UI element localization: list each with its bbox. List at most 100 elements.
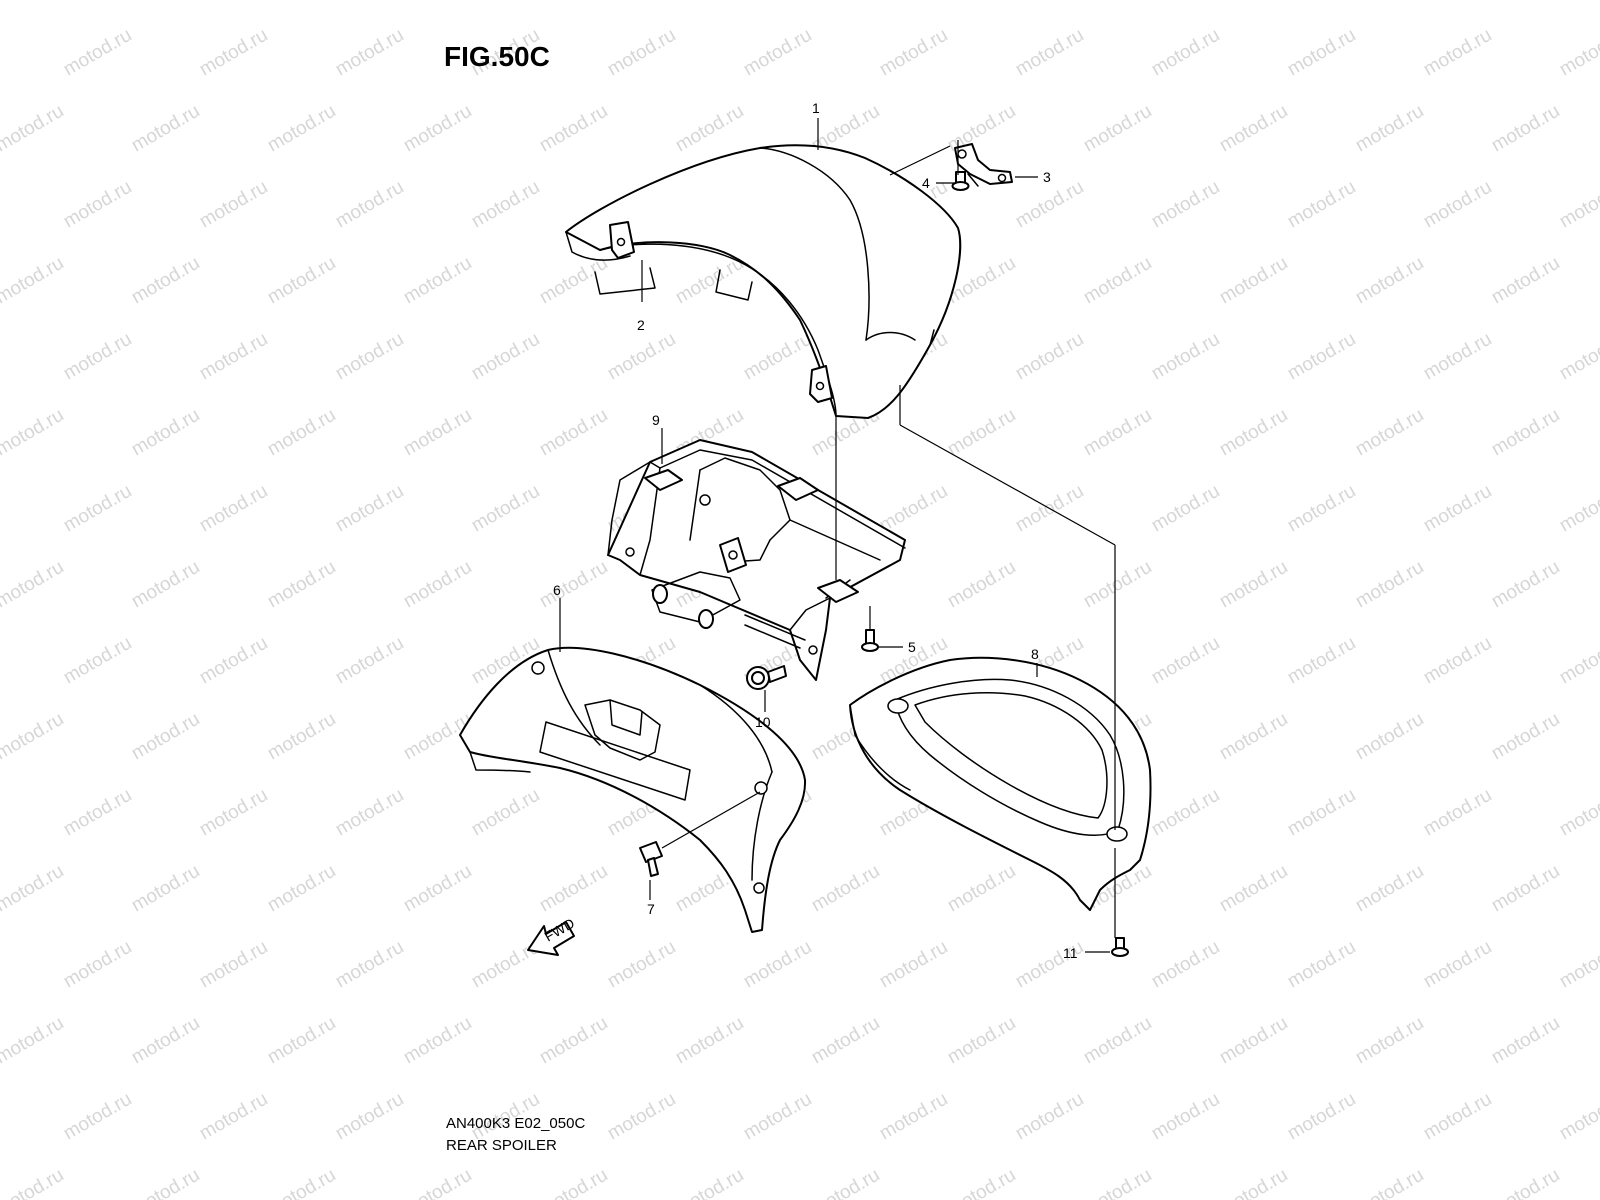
- watermark-text: motod.ru: [1488, 0, 1563, 4]
- watermark-text: motod.ru: [876, 25, 951, 81]
- part-5-bolt: [861, 629, 879, 652]
- watermark-text: motod.ru: [1488, 101, 1563, 157]
- watermark-text: motod.ru: [1080, 253, 1155, 309]
- watermark-text: motod.ru: [264, 1013, 339, 1069]
- watermark-text: motod.ru: [196, 25, 271, 81]
- part-1-spoiler: [565, 144, 962, 419]
- watermark-text: motod.ru: [1216, 1013, 1291, 1069]
- watermark-text: motod.ru: [1556, 329, 1600, 385]
- watermark-text: motod.ru: [400, 0, 475, 4]
- watermark-text: motod.ru: [1556, 1089, 1600, 1145]
- watermark-text: motod.ru: [672, 101, 747, 157]
- watermark-text: motod.ru: [1284, 1089, 1359, 1145]
- watermark-text: motod.ru: [60, 937, 135, 993]
- watermark-text: motod.ru: [196, 785, 271, 841]
- part-9-frame: [607, 439, 906, 681]
- watermark-text: motod.ru: [672, 1165, 747, 1200]
- watermark-text: motod.ru: [1556, 25, 1600, 81]
- watermark-text: motod.ru: [1284, 177, 1359, 233]
- watermark-text: motod.ru: [1012, 25, 1087, 81]
- watermark-text: motod.ru: [536, 0, 611, 4]
- watermark-text: motod.ru: [60, 785, 135, 841]
- watermark-text: motod.ru: [1080, 405, 1155, 461]
- watermark-text: motod.ru: [1080, 1165, 1155, 1200]
- watermark-text: motod.ru: [60, 329, 135, 385]
- watermark-text: motod.ru: [60, 481, 135, 537]
- watermark-text: motod.ru: [264, 861, 339, 917]
- callout-4: 4: [922, 175, 930, 191]
- watermark-text: motod.ru: [128, 253, 203, 309]
- watermark-text: motod.ru: [1080, 0, 1155, 4]
- watermark-text: motod.ru: [264, 1165, 339, 1200]
- callout-2: 2: [637, 317, 645, 333]
- watermark-text: motod.ru: [332, 1089, 407, 1145]
- watermark-text: motod.ru: [1080, 101, 1155, 157]
- watermark-text: motod.ru: [536, 405, 611, 461]
- watermark-text: motod.ru: [128, 709, 203, 765]
- figure-name: REAR SPOILER: [446, 1137, 557, 1154]
- watermark-text: motod.ru: [196, 481, 271, 537]
- watermark-text: motod.ru: [672, 1013, 747, 1069]
- watermark-text: motod.ru: [1352, 0, 1427, 4]
- watermark-text: motod.ru: [808, 861, 883, 917]
- part-10-bolt: [746, 665, 787, 690]
- watermark-text: motod.ru: [1012, 1089, 1087, 1145]
- watermark-text: motod.ru: [1488, 1165, 1563, 1200]
- watermark-text: motod.ru: [1216, 405, 1291, 461]
- watermark-text: motod.ru: [1352, 1013, 1427, 1069]
- watermark-text: motod.ru: [60, 25, 135, 81]
- watermark-text: motod.ru: [1352, 405, 1427, 461]
- watermark-text: motod.ru: [604, 937, 679, 993]
- watermark-text: motod.ru: [332, 481, 407, 537]
- watermark-text: motod.ru: [196, 329, 271, 385]
- watermark-text: motod.ru: [1148, 329, 1223, 385]
- figure-code: AN400K3 E02_050C: [446, 1115, 585, 1132]
- watermark-text: motod.ru: [0, 861, 67, 917]
- watermark-text: motod.ru: [0, 405, 67, 461]
- watermark-text: motod.ru: [1488, 709, 1563, 765]
- watermark-text: motod.ru: [196, 633, 271, 689]
- callout-8: 8: [1031, 646, 1039, 662]
- fwd-arrow: FWD: [527, 915, 577, 956]
- part-7-clip: [639, 841, 663, 877]
- watermark-text: motod.ru: [1420, 329, 1495, 385]
- watermark-text: motod.ru: [604, 25, 679, 81]
- watermark-text: motod.ru: [536, 861, 611, 917]
- watermark-text: motod.ru: [128, 861, 203, 917]
- callouts: 1 2 3 4 5 6 7 8 9 10 11: [553, 100, 1078, 961]
- watermark-text: motod.ru: [1352, 709, 1427, 765]
- watermark-text: motod.ru: [264, 405, 339, 461]
- watermark-text: motod.ru: [400, 557, 475, 613]
- watermark-text: motod.ru: [1216, 709, 1291, 765]
- watermark-text: motod.ru: [1080, 557, 1155, 613]
- watermark-text: motod.ru: [468, 481, 543, 537]
- watermark-text: motod.ru: [468, 329, 543, 385]
- leader-lines: [559, 118, 1116, 953]
- watermark-text: motod.ru: [1420, 1089, 1495, 1145]
- watermark-text: motod.ru: [1556, 481, 1600, 537]
- watermark-text: motod.ru: [1420, 937, 1495, 993]
- watermark-text: motod.ru: [400, 405, 475, 461]
- watermark-text: motod.ru: [1284, 25, 1359, 81]
- watermark-text: motod.ru: [332, 329, 407, 385]
- watermark-text: motod.ru: [1148, 937, 1223, 993]
- watermark-text: motod.ru: [332, 25, 407, 81]
- watermark-text: motod.ru: [1216, 101, 1291, 157]
- callout-5: 5: [908, 639, 916, 655]
- watermark-text: motod.ru: [536, 1165, 611, 1200]
- part-6-cover: [459, 646, 807, 933]
- watermark-text: motod.ru: [604, 1089, 679, 1145]
- watermark-text: motod.ru: [536, 1013, 611, 1069]
- watermark-text: motod.ru: [1420, 25, 1495, 81]
- watermark-text: motod.ru: [128, 405, 203, 461]
- watermark-text: motod.ru: [400, 1165, 475, 1200]
- figure-title: FIG.50C: [444, 41, 550, 72]
- watermark-text: motod.ru: [60, 1089, 135, 1145]
- watermark-text: motod.ru: [1284, 785, 1359, 841]
- watermark-text: motod.ru: [1420, 785, 1495, 841]
- watermark-text: motod.ru: [740, 937, 815, 993]
- watermark-text: motod.ru: [740, 329, 815, 385]
- watermark-text: motod.ru: [808, 1013, 883, 1069]
- watermark-text: motod.ru: [536, 253, 611, 309]
- watermark-text: motod.ru: [808, 0, 883, 4]
